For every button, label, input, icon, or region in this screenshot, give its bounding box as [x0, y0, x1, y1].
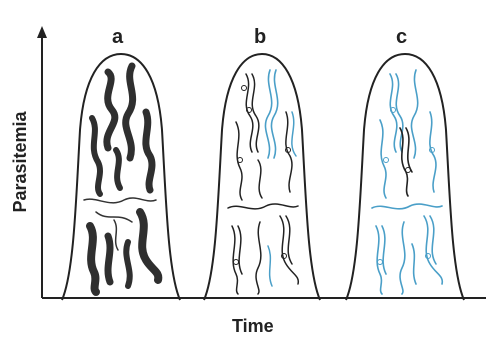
parasite [406, 128, 412, 172]
parasite [271, 70, 277, 158]
parasite [108, 236, 110, 282]
parasite [246, 74, 253, 152]
peak-b-outline [204, 54, 320, 300]
parasite [256, 222, 261, 294]
parasite [265, 70, 271, 158]
parasite [258, 160, 262, 198]
parasite [116, 150, 120, 188]
parasite-nucleus [238, 158, 243, 163]
parasite [114, 220, 118, 250]
parasite [92, 118, 100, 194]
panel-label-b: b [254, 26, 266, 49]
parasite [90, 226, 96, 292]
parasites-b [228, 70, 298, 294]
parasite [236, 122, 242, 200]
parasite [140, 212, 158, 280]
parasite-nucleus [234, 260, 239, 265]
parasite [268, 246, 272, 286]
parasite [286, 216, 292, 264]
parasites-c [372, 70, 442, 294]
parasite [228, 204, 298, 209]
panel-label-a: a [112, 26, 123, 49]
x-axis-label: Time [232, 316, 274, 337]
parasite [380, 120, 386, 198]
parasite [382, 226, 386, 274]
parasite [411, 70, 417, 158]
parasite-nucleus [406, 168, 411, 173]
parasite [252, 74, 259, 152]
parasite [412, 244, 416, 284]
parasite [372, 204, 442, 209]
panel-label-c: c [396, 26, 407, 49]
parasite [146, 112, 152, 190]
parasite [126, 242, 129, 286]
parasite-nucleus [384, 158, 389, 163]
parasite [238, 226, 242, 274]
parasite-nucleus [242, 86, 247, 91]
parasite [400, 222, 405, 294]
parasite [292, 112, 296, 156]
parasite [126, 66, 133, 158]
parasite [430, 216, 436, 264]
parasite-nucleus [378, 260, 383, 265]
parasite [396, 74, 403, 152]
parasite [107, 72, 115, 148]
parasite [390, 74, 397, 152]
peak-a-outline [62, 54, 180, 300]
parasite [84, 198, 156, 203]
parasites-a [84, 66, 158, 292]
y-axis-label: Parasitemia [10, 102, 31, 222]
peak-c-outline [346, 54, 464, 300]
y-axis-arrow [37, 26, 47, 38]
